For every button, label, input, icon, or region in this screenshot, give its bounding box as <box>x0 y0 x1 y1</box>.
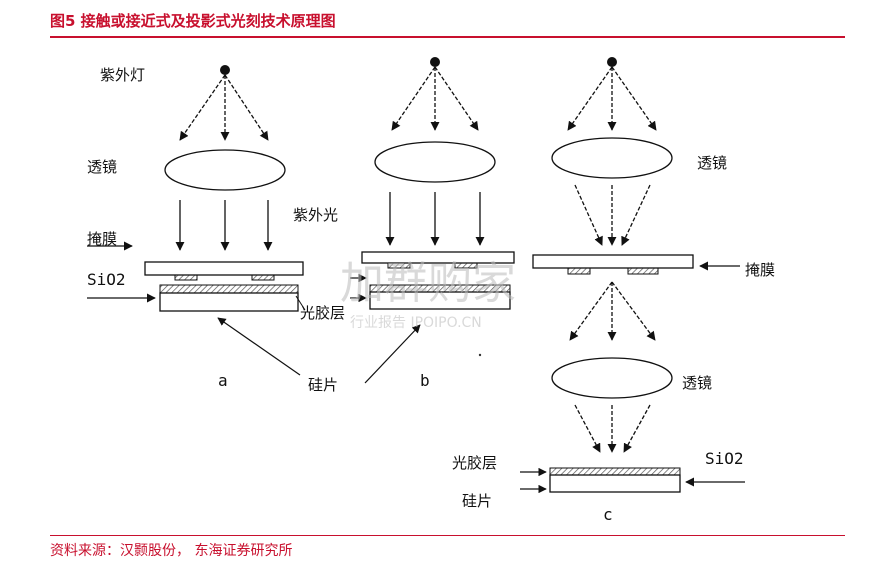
converging-rays-c2 <box>574 404 651 453</box>
lens-label-c1: 透镜 <box>697 154 727 172</box>
lamp-rays-c <box>567 66 657 131</box>
wafer-b <box>369 291 511 310</box>
panel-a: 紫外灯 透镜 紫外光 掩膜 SiO2 光胶层 a <box>87 65 345 390</box>
lens-c2 <box>551 357 673 399</box>
wafer-leader-b <box>364 324 421 384</box>
source-rule <box>50 535 845 536</box>
sio2-label-c: SiO2 <box>705 449 744 468</box>
mask-plate-c <box>532 254 694 269</box>
watermark-main: 加群购家 <box>340 258 516 309</box>
figure-title: 图5 接触或接近式及投影式光刻技术原理图 <box>50 12 336 30</box>
lens-a <box>164 149 286 191</box>
title-rule <box>50 36 845 38</box>
lens-b <box>374 141 496 183</box>
uv-lamp-a <box>220 65 230 75</box>
panel-label-a: a <box>218 371 228 390</box>
diverging-rays-c <box>569 281 656 341</box>
lens-c1 <box>551 137 673 179</box>
dot-b <box>478 353 482 357</box>
mask-pattern-c1 <box>567 267 591 275</box>
lamp-rays-b <box>391 66 479 131</box>
uv-lamp-b <box>430 57 440 67</box>
lens-label-c2: 透镜 <box>682 374 712 392</box>
mask-plate-b <box>361 251 515 264</box>
converging-rays-c1 <box>574 184 651 246</box>
lens-label-a: 透镜 <box>87 158 117 176</box>
panel-label-c: c <box>603 505 613 524</box>
mask-pattern-c2 <box>627 267 659 275</box>
watermark-sub: 行业报告 IPOIPO.CN <box>350 315 482 331</box>
mask-label-c: 掩膜 <box>745 261 775 279</box>
mask-label-a: 掩膜 <box>87 230 117 248</box>
parallel-rays-b <box>385 192 485 246</box>
uv-lamp-c <box>607 57 617 67</box>
sio2-label-a: SiO2 <box>87 270 126 289</box>
source-note: 资料来源：汉颢股份， 东海证券研究所 <box>50 543 293 559</box>
photoresist-layer-a <box>159 284 299 294</box>
mask-pattern-b2 <box>454 262 478 269</box>
uv-lamp-label: 紫外灯 <box>100 66 145 84</box>
panel-c: 透镜 掩膜 透镜 光胶层 SiO2 硅片 c <box>452 57 775 524</box>
mask-pattern-a1 <box>174 274 198 281</box>
wafer-leader-a <box>217 317 301 376</box>
wafer-c <box>549 474 681 493</box>
wafer-a <box>159 292 299 312</box>
uv-light-label: 紫外光 <box>293 206 338 224</box>
wafer-label-center: 硅片 <box>308 376 338 394</box>
panel-label-b: b <box>420 371 430 390</box>
photoresist-label-a: 光胶层 <box>300 304 345 322</box>
photoresist-label-c: 光胶层 <box>452 454 497 472</box>
mask-pattern-b1 <box>387 262 411 269</box>
photoresist-leader-a <box>295 295 306 311</box>
wafer-label-c: 硅片 <box>462 492 492 510</box>
mask-pattern-a2 <box>251 274 275 281</box>
parallel-rays-a <box>175 200 273 251</box>
mask-plate-a <box>144 261 304 276</box>
photoresist-layer-c <box>549 467 681 476</box>
panel-b: b <box>350 57 515 390</box>
lamp-rays-a <box>179 74 269 141</box>
